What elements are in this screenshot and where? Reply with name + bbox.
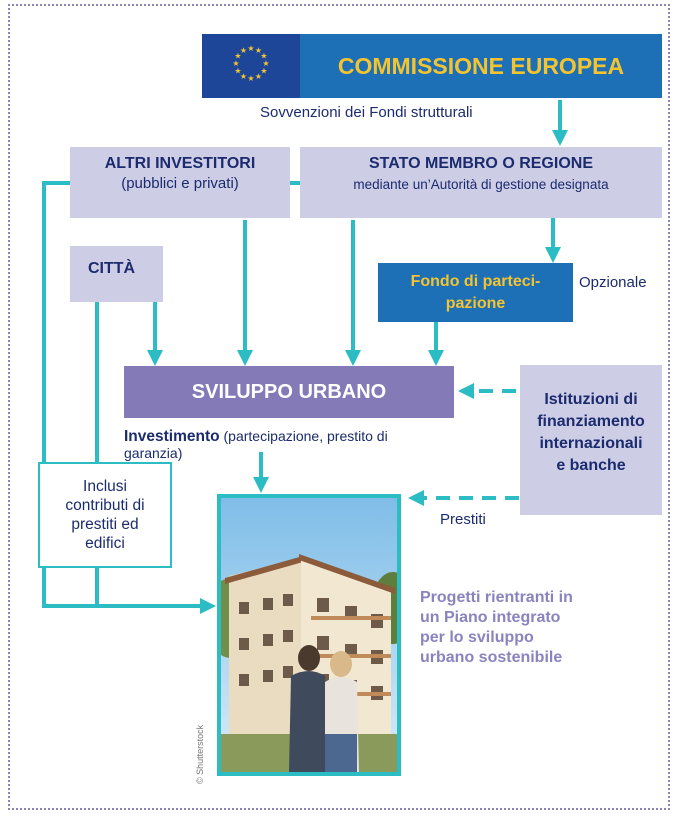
node-citta: CITTÀ: [70, 246, 163, 302]
altri-investitori-subtitle: (pubblici e privati): [121, 175, 239, 192]
istituzioni-line-3: internazionali: [539, 435, 643, 452]
svg-text:★: ★: [232, 59, 239, 68]
istituzioni-line-2: finanziamento: [537, 413, 645, 430]
stato-membro-subtitle: mediante un’Autorità di gestione designa…: [353, 177, 609, 192]
fondo-line-1: Fondo di parteci-: [410, 272, 541, 290]
svg-text:★: ★: [234, 67, 241, 76]
svg-text:★: ★: [260, 67, 267, 76]
istituzioni-line-4: e banche: [556, 457, 626, 474]
citta-title: CITTÀ: [88, 260, 136, 277]
couple-figure: [289, 645, 359, 772]
eu-subtitle: Sovvenzioni dei Fondi strutturali: [260, 104, 473, 121]
diagram-frame: [8, 4, 670, 810]
inclusi-line-4: edifici: [85, 535, 125, 552]
progetti-line-3: per lo sviluppo: [420, 629, 534, 646]
inclusi-line-1: Inclusi: [83, 478, 127, 495]
node-altri-investitori: ALTRI INVESTITORI (pubblici e privati): [70, 147, 290, 218]
line-altri-outer: [42, 181, 216, 614]
svg-text:★: ★: [262, 59, 269, 68]
node-fondo: Fondo di parteci- pazione: [378, 263, 573, 322]
investimento-label: Investimento (partecipazione, prestito d…: [124, 428, 504, 462]
node-stato-membro: STATO MEMBRO O REGIONE mediante un’Autor…: [300, 147, 662, 218]
buildings-couple-illustration: [221, 498, 397, 772]
svg-text:★: ★: [240, 46, 247, 55]
inclusi-line-2: contributi di: [65, 497, 145, 514]
investimento-line-2: garanzia): [124, 445, 183, 461]
svg-text:★: ★: [255, 46, 262, 55]
node-istituzioni: Istituzioni di finanziamento internazion…: [520, 365, 662, 515]
investimento-bold: Investimento: [124, 428, 220, 445]
progetti-line-2: un Piano integrato: [420, 609, 561, 626]
eu-title: COMMISSIONE EUROPEA: [300, 34, 662, 98]
svg-text:★: ★: [247, 74, 254, 83]
fondo-note: Opzionale: [579, 274, 647, 291]
svg-text:★: ★: [260, 52, 267, 61]
svg-text:★: ★: [234, 52, 241, 61]
photo-credit: © Shutterstock: [195, 724, 205, 784]
node-sviluppo-urbano: SVILUPPO URBANO: [124, 366, 454, 418]
eu-stars-icon: ★ ★ ★ ★ ★ ★ ★ ★ ★ ★ ★ ★: [232, 44, 269, 83]
inclusi-line-3: prestiti ed: [71, 516, 139, 533]
svg-text:★: ★: [247, 44, 254, 53]
project-photo: [217, 494, 401, 776]
stato-membro-title: STATO MEMBRO O REGIONE: [368, 155, 593, 172]
istituzioni-line-1: Istituzioni di: [544, 391, 638, 408]
fondo-line-2: pazione: [445, 294, 506, 312]
prestiti-label: Prestiti: [440, 511, 486, 528]
svg-text:★: ★: [255, 72, 262, 81]
investimento-rest: (partecipazione, prestito di: [219, 428, 388, 444]
eu-flag: ★ ★ ★ ★ ★ ★ ★ ★ ★ ★ ★ ★: [202, 34, 300, 98]
progetti-label: Progetti rientranti in un Piano integrat…: [420, 588, 640, 668]
progetti-line-1: Progetti rientranti in: [420, 589, 573, 606]
node-inclusi: Inclusi contributi di prestiti ed edific…: [38, 462, 172, 568]
svg-text:★: ★: [240, 72, 247, 81]
arrow-istituzioni-to-progetti: [408, 478, 524, 506]
photo-credit-container: © Shutterstock: [195, 698, 209, 786]
altri-investitori-title: ALTRI INVESTITORI: [104, 155, 256, 172]
progetti-line-4: urbano sostenibile: [420, 649, 563, 666]
